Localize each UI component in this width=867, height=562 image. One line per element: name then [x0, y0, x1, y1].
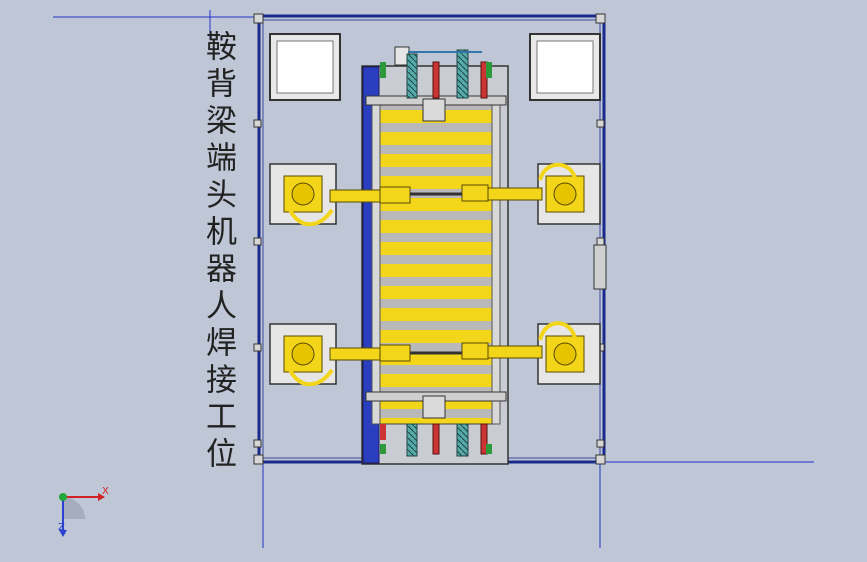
- robot-base-bottom-right[interactable]: [537, 321, 601, 385]
- robot-arm-bottom-right[interactable]: [438, 342, 543, 360]
- robot-arm-bottom-left[interactable]: [329, 344, 440, 362]
- y-axis-origin: [59, 493, 67, 501]
- z-axis-label: Z: [58, 522, 65, 533]
- robot-base-top-right[interactable]: [537, 162, 601, 225]
- axis-triad: [59, 493, 105, 537]
- control-cabinet-left[interactable]: [269, 33, 341, 101]
- clamp-assembly-bottom[interactable]: [380, 423, 492, 457]
- robot-arm-top-right[interactable]: [438, 184, 543, 202]
- x-axis-label: X: [102, 486, 109, 497]
- side-panel: [593, 244, 607, 290]
- station-title: 鞍背梁端头机器人焊接工位: [200, 30, 236, 474]
- control-cabinet-right[interactable]: [529, 33, 601, 101]
- robot-base-top-left[interactable]: [269, 163, 337, 227]
- clamp-assembly-top[interactable]: [380, 46, 492, 99]
- welding-fixture[interactable]: [361, 65, 509, 465]
- robot-base-bottom-left[interactable]: [269, 323, 337, 387]
- robot-arm-top-left[interactable]: [329, 186, 440, 204]
